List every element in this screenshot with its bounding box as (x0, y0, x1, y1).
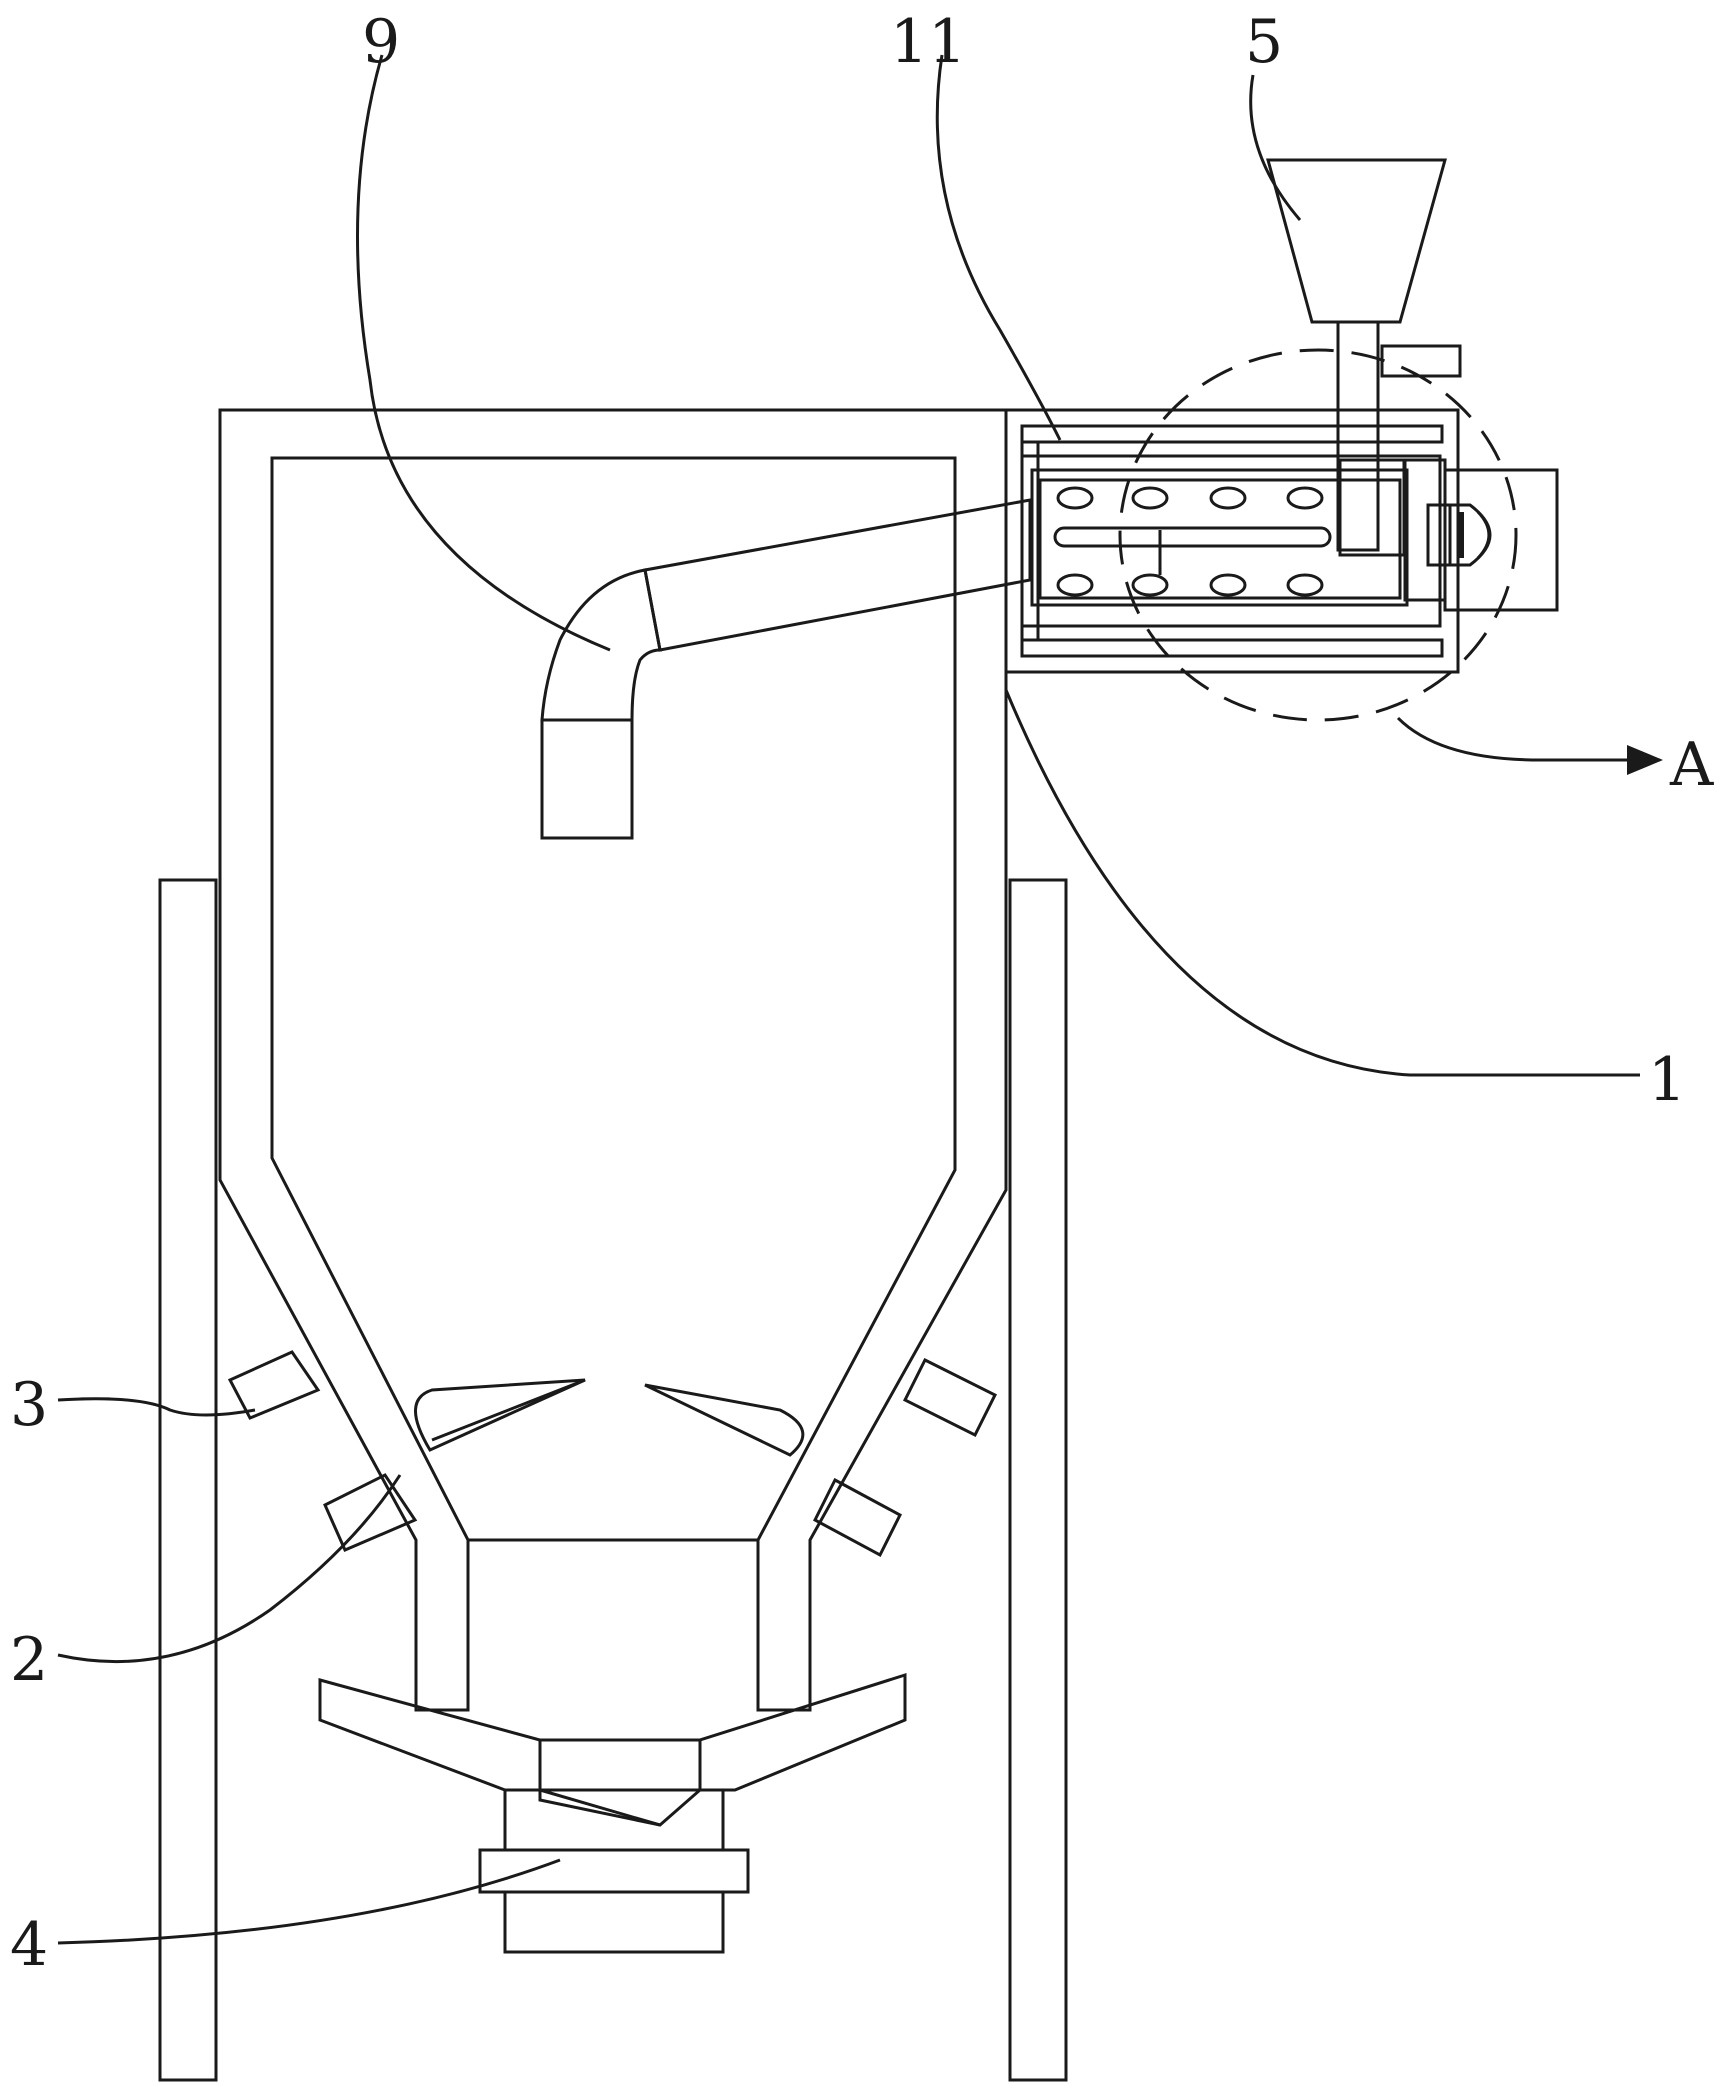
nozzle-left-upper (227, 1350, 321, 1420)
label-detail-a: A (1669, 730, 1714, 800)
screen-drum (1038, 478, 1402, 600)
leader-5 (1249, 74, 1302, 221)
right-leg (1008, 878, 1068, 2082)
leader-3 (57, 1397, 256, 1417)
label-part-1: 1 (1648, 1045, 1686, 1115)
inner-guide-right (644, 1383, 805, 1457)
feed-pipe (540, 498, 1032, 840)
leader-2 (57, 1474, 402, 1664)
detail-circle-a (1118, 348, 1518, 722)
nozzle-left-lower (323, 1473, 418, 1552)
leader-11 (935, 54, 1062, 441)
label-part-9: 9 (362, 7, 400, 77)
side-housing (1004, 408, 1460, 674)
label-part-2: 2 (10, 1625, 48, 1695)
nozzle-right-upper (902, 1357, 998, 1438)
feed-hopper (1266, 158, 1462, 557)
nozzle-right-lower (813, 1477, 902, 1558)
label-part-3: 3 (10, 1370, 48, 1440)
inner-guide-left (414, 1378, 586, 1452)
leader-a (1396, 716, 1663, 775)
label-part-4: 4 (10, 1910, 48, 1980)
discharge-valve (478, 1788, 750, 1954)
label-part-11: 11 (890, 7, 966, 77)
leader-1 (1004, 689, 1640, 1077)
tank-body (218, 408, 1008, 1712)
label-part-5: 5 (1245, 7, 1283, 77)
leader-4 (57, 1858, 561, 1945)
left-leg (158, 878, 218, 2082)
discharge-plate (318, 1672, 907, 1827)
leader-9 (356, 54, 611, 652)
drive-motor (1403, 458, 1559, 612)
